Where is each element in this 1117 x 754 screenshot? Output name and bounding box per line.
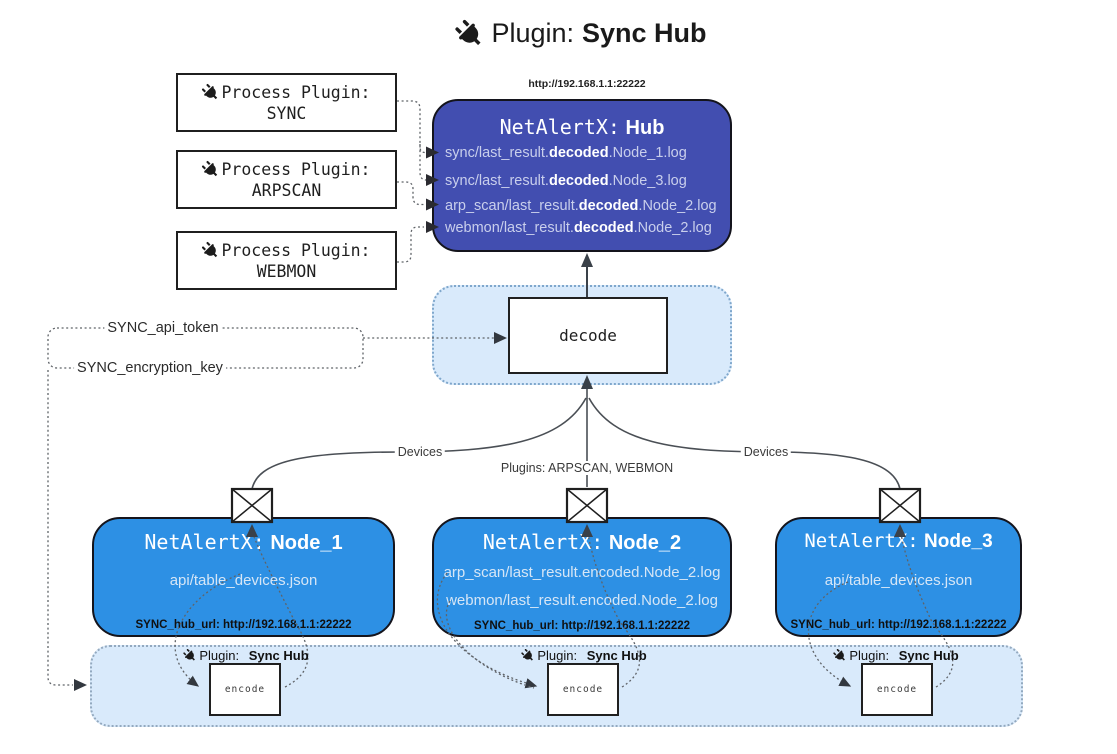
plug-icon	[455, 19, 481, 45]
title-prefix: Plugin:	[491, 18, 575, 48]
band-entry-arrowhead	[74, 679, 87, 691]
encoder-plugin-label: Plugin: Sync Hub	[183, 648, 309, 663]
node-hub-url: SYNC_hub_url: http://192.168.1.1:22222	[790, 619, 1007, 631]
plugins-mid-label: Plugins: ARPSCAN, WEBMON	[497, 461, 677, 475]
encode-box: encode	[547, 663, 619, 716]
node-3-box: NetAlertX: Node_3 api/table_devices.json…	[775, 517, 1022, 637]
node-file: api/table_devices.json	[824, 572, 973, 589]
node-1-box: NetAlertX: Node_1 api/table_devices.json…	[92, 517, 395, 637]
process-plugin-webmon: Process Plugin: WEBMON	[176, 231, 397, 290]
sync-api-token-label: SYNC_api_token	[104, 320, 222, 336]
node-title: NetAlertX: Node_3	[804, 530, 993, 552]
decode-box: decode	[508, 297, 668, 374]
process-plugin-label: Process Plugin:	[221, 159, 371, 179]
plug-icon	[183, 648, 195, 661]
hub-log-line: sync/last_result.decoded.Node_1.log	[445, 145, 687, 161]
devices-left-label: Devices	[394, 445, 446, 459]
plug-icon	[202, 160, 218, 176]
title-bold: Sync Hub	[582, 18, 707, 48]
hub-log-line: webmon/last_result.decoded.Node_2.log	[445, 220, 712, 236]
node-title: NetAlertX: Node_2	[482, 530, 682, 554]
node-hub-url: SYNC_hub_url: http://192.168.1.1:22222	[473, 620, 691, 632]
encoder-plugin-label: Plugin: Sync Hub	[521, 648, 647, 663]
node-file: api/table_devices.json	[169, 572, 318, 589]
encoder-plugin-label: Plugin: Sync Hub	[833, 648, 959, 663]
sync-encryption-key-label: SYNC_encryption_key	[74, 360, 226, 376]
process-plugin-arpscan: Process Plugin: ARPSCAN	[176, 150, 397, 209]
hub-url-label: http://192.168.1.1:22222	[528, 78, 646, 90]
process-plugin-name: ARPSCAN	[251, 180, 322, 200]
node-2-box: NetAlertX: Node_2 arp_scan/last_result.e…	[432, 517, 732, 637]
plugin-to-hub-wires	[397, 100, 427, 263]
node-file: arp_scan/last_result.encoded.Node_2.log	[443, 564, 721, 581]
encode-box: encode	[209, 663, 281, 716]
hub-log-line: sync/last_result.decoded.Node_3.log	[445, 173, 687, 189]
node-hub-url: SYNC_hub_url: http://192.168.1.1:22222	[135, 619, 352, 631]
process-plugin-name: WEBMON	[256, 261, 317, 281]
process-plugin-label: Process Plugin:	[221, 240, 371, 260]
page-title: Plugin: Sync Hub	[455, 18, 707, 49]
hub-title: NetAlertX: Hub	[499, 115, 665, 139]
process-plugin-label: Process Plugin:	[221, 82, 371, 102]
hub-box: NetAlertX: Hub sync/last_result.decoded.…	[432, 99, 732, 252]
process-plugin-name: SYNC	[266, 103, 307, 123]
process-plugin-sync: Process Plugin: SYNC	[176, 73, 397, 132]
devices-right-label: Devices	[740, 445, 792, 459]
plug-icon	[833, 648, 845, 661]
node-title: NetAlertX: Node_1	[144, 530, 343, 554]
hub-log-line: arp_scan/last_result.decoded.Node_2.log	[445, 198, 717, 214]
plug-icon	[202, 83, 218, 99]
plug-icon	[202, 241, 218, 257]
node-file: webmon/last_result.encoded.Node_2.log	[446, 592, 718, 609]
encode-box: encode	[861, 663, 933, 716]
plug-icon	[521, 648, 533, 661]
